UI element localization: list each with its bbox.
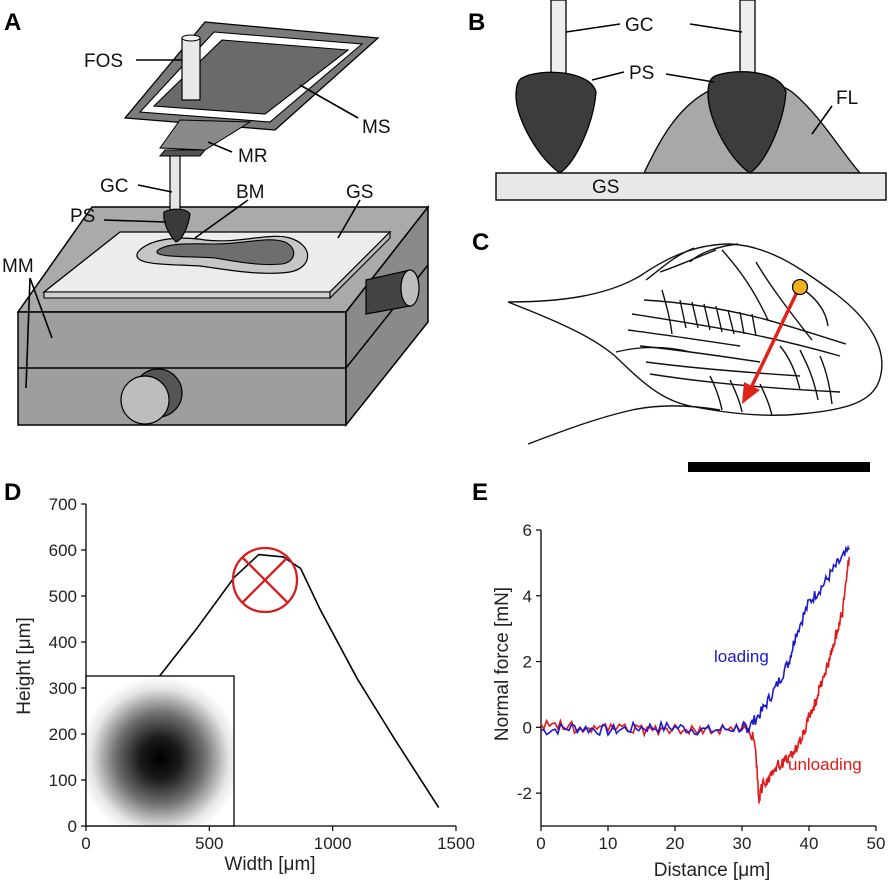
d-inset-image — [85, 675, 235, 827]
panel-c: C — [472, 229, 883, 472]
label-fos: FOS — [84, 51, 123, 72]
e-xlabel: Distance [μm] — [654, 860, 771, 881]
d-ytick-label: 100 — [49, 771, 77, 790]
scale-bar — [688, 462, 870, 472]
label-ps: PS — [70, 206, 95, 227]
label-ms: MS — [362, 117, 391, 138]
e-loading-label: loading — [714, 647, 769, 666]
e-ytick-label: 2 — [523, 653, 532, 672]
e-unloading-label: unloading — [788, 755, 862, 774]
probe-sphere — [163, 208, 191, 243]
d-probe-symbol — [231, 546, 299, 614]
label-mm: MM — [2, 256, 34, 277]
probe-left — [515, 71, 597, 174]
e-xtick-label: 0 — [536, 834, 545, 853]
label-bm: BM — [236, 182, 265, 203]
panel-d-label: D — [4, 479, 21, 506]
label-fl: FL — [836, 88, 858, 109]
label-gs-b: GS — [592, 177, 619, 198]
e-ylabel: Normal force [mN] — [492, 587, 513, 741]
optical-fiber-sensor — [181, 37, 201, 101]
e-xtick-label: 30 — [733, 834, 752, 853]
panel-b-label: B — [468, 9, 485, 36]
e-ytick-label: 0 — [523, 718, 532, 737]
d-ytick-label: 200 — [49, 725, 77, 744]
e-ytick-label: 4 — [523, 587, 532, 606]
panel-b: B GC PS FL GS — [468, 0, 887, 201]
glass-substrate — [495, 172, 887, 201]
label-gs: GS — [346, 182, 373, 203]
probe-right — [707, 71, 787, 174]
label-gc: GC — [100, 176, 129, 197]
e-xtick-label: 50 — [867, 834, 886, 853]
e-ticks: -2 0 2 4 6 0 10 20 30 40 50 — [517, 521, 886, 853]
e-xtick-label: 10 — [599, 834, 618, 853]
e-ytick-label: 6 — [523, 521, 532, 540]
d-xlabel: Width [μm] — [224, 854, 315, 875]
label-ps-b: PS — [629, 63, 654, 84]
d-ytick-label: 0 — [68, 817, 77, 836]
e-xtick-label: 40 — [800, 834, 819, 853]
measuring-spring — [123, 21, 380, 151]
d-ticks: 0 100 200 300 400 500 600 700 0 500 1000 1500 — [49, 495, 475, 853]
d-ylabel: Height [μm] — [14, 617, 35, 715]
d-ytick-label: 700 — [49, 495, 77, 514]
d-ytick-label: 500 — [49, 587, 77, 606]
measurement-point-marker — [791, 278, 809, 296]
panel-d: D Height [μm] Width [μm] 0 100 200 300 400 50… — [4, 479, 475, 875]
panel-e-label: E — [472, 479, 488, 506]
panel-a: A — [2, 9, 430, 428]
panel-e: E Normal force [mN] Distance [μm] -2 0 2 4 6… — [472, 479, 885, 881]
label-gc-b: GC — [625, 15, 654, 36]
d-xtick-label: 1500 — [437, 834, 475, 853]
arrow-head — [742, 382, 760, 404]
label-mr: MR — [238, 146, 268, 167]
e-unloading-line — [540, 556, 850, 804]
d-ytick-label: 600 — [49, 541, 77, 560]
arrow-shaft — [748, 289, 800, 391]
panel-c-label: C — [472, 229, 489, 256]
d-xtick-label: 1000 — [314, 834, 352, 853]
insect-drawing — [507, 243, 883, 445]
d-xtick-label: 500 — [195, 834, 223, 853]
d-ytick-label: 300 — [49, 679, 77, 698]
e-ytick-label: -2 — [517, 784, 532, 803]
e-loading-line — [540, 545, 850, 737]
d-ytick-label: 400 — [49, 633, 77, 652]
e-xtick-label: 20 — [666, 834, 685, 853]
d-xtick-label: 0 — [81, 834, 90, 853]
panel-a-label: A — [4, 9, 21, 36]
